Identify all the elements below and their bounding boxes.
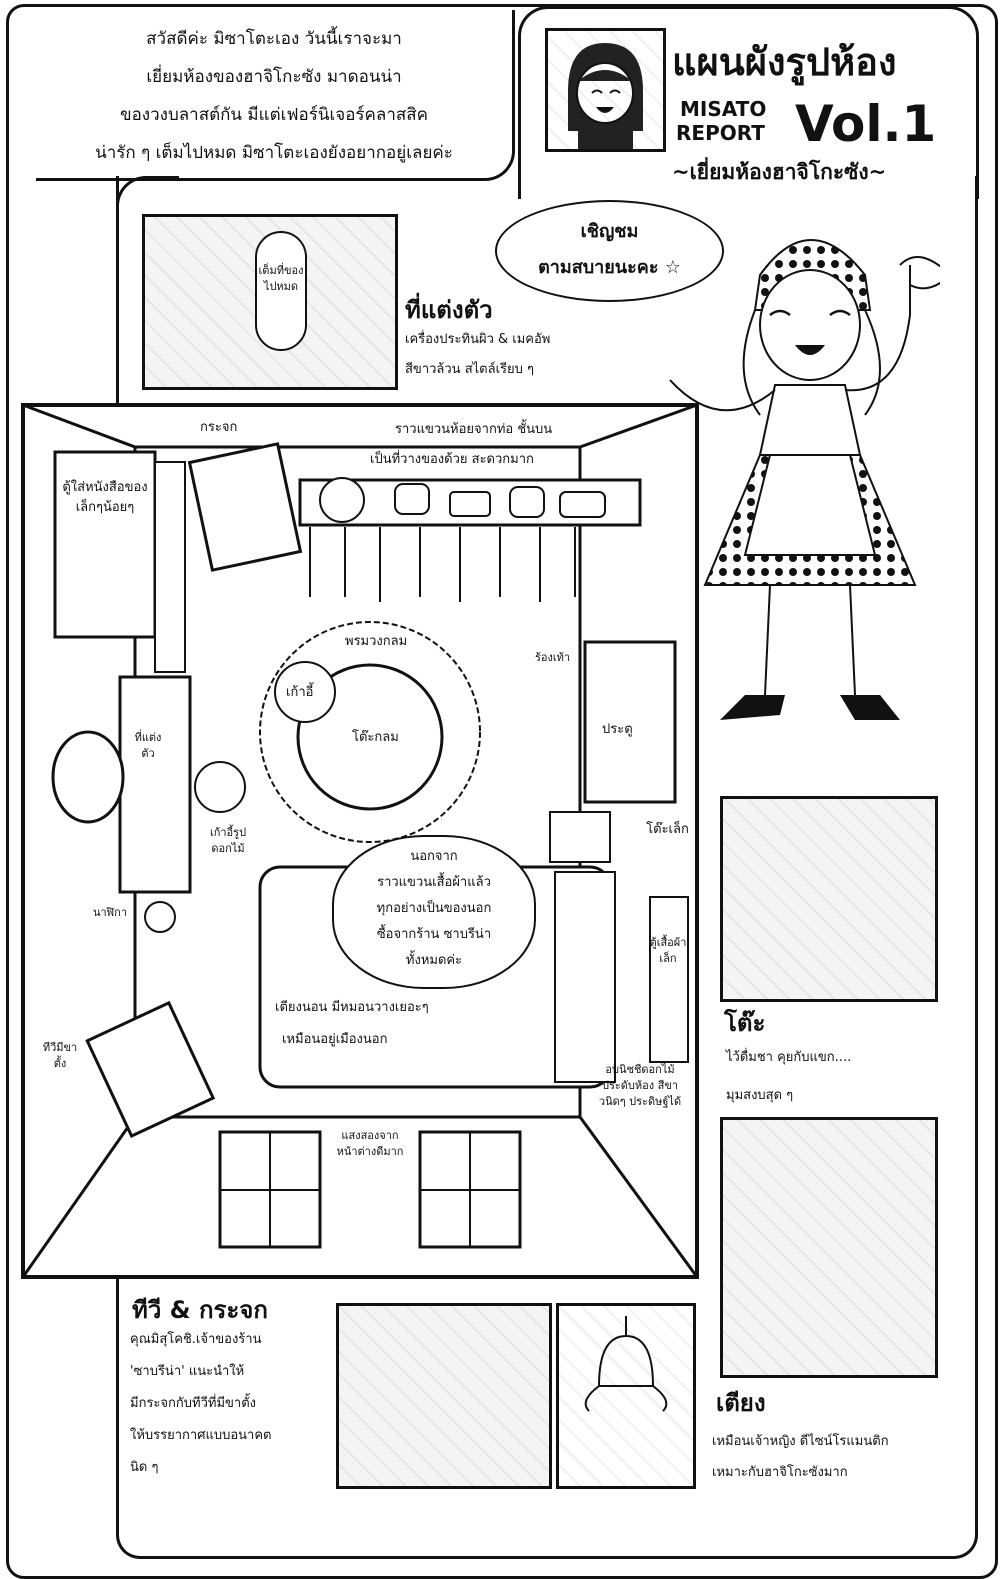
speech-line-2: ตามสบายนะคะ ☆: [538, 257, 681, 278]
tv-heading: ทีวี & กระจก: [132, 1296, 268, 1324]
bed-line-1: เหมือนเจ้าหญิง ดีไซน์โรแมนติก: [712, 1434, 889, 1449]
bubble-line-1: นอกจาก: [410, 849, 458, 864]
bubble-line-2: ราวแขวนเสื้อผ้าแล้ว: [377, 875, 491, 890]
window-note: แสงสองจากหน้าต่างดีมาก: [336, 1129, 404, 1158]
room-label-rack-1: ราวแขวนห้อยจากท่อ ชั้นบน: [395, 422, 553, 437]
page-subtitle: ~เยี่ยมห้องฮาจิโกะซัง~: [672, 160, 887, 184]
table-line-2: มุมสงบสุด ๆ: [726, 1088, 794, 1103]
misato-avatar: [545, 28, 666, 152]
room-label-bookcase: ตู้ใส่หนังสือของเล็กๆน้อยๆ: [62, 480, 148, 515]
speech-line-1: เชิญชม: [580, 221, 639, 242]
room-label-door: ประตู: [602, 722, 633, 737]
tv-line-5: นิด ๆ: [130, 1460, 159, 1475]
lamp-icon: [584, 1316, 668, 1412]
flower-note: อบนิชชีดอกไม้ประดับห้อง สีขาวนิดๆ ประดิษ…: [598, 1063, 682, 1108]
page-title: แผนผังรูปห้อง: [672, 40, 897, 84]
door-shape: [583, 640, 677, 804]
room-label-closet: ตู้เสื้อผ้าเล็ก: [649, 936, 687, 965]
bed-note-1: เตียงนอน มีหมอนวางเยอะๆ: [275, 1000, 429, 1015]
series-line-1: MISATO: [680, 97, 767, 121]
bubble-line-5: ทั้งหมดค่ะ: [405, 953, 463, 968]
room-label-tv: ทีวีมีขาตั้ง: [42, 1041, 78, 1070]
intro-line-2: เยี่ยมห้องของฮาจิโกะซัง มาดอนน่า: [146, 67, 402, 87]
bed-line-2: เหมาะกับฮาจิโกะซังมาก: [712, 1465, 848, 1480]
dressing-area-photo: เต็มที่ของไปหมด: [142, 214, 398, 390]
mirror-shape: [187, 442, 303, 572]
tv-line-4: ให้บรรยากาศแบบอนาคต: [130, 1428, 272, 1443]
room-label-round-table: โต๊ะกลม: [352, 730, 399, 745]
room-label-dressing-table: ที่แต่งตัว: [134, 731, 162, 760]
girl-face-icon: [568, 43, 643, 149]
room-label-stool: เก้าอี้: [286, 685, 314, 700]
dressing-photo-bubble: เต็มที่ของไปหมด: [255, 231, 307, 351]
bed-heading: เตียง: [716, 1389, 766, 1417]
room-label-shoes: ร้องเท้า: [535, 651, 571, 664]
tv-line-2: 'ซาบรีน่า' แนะนำให้: [130, 1364, 245, 1379]
content-frame-top: [116, 176, 179, 219]
tv-photo-1: [336, 1303, 552, 1489]
intro-box: สวัสดีค่ะ มิซาโตะเอง วันนี้เราจะมา เยี่ย…: [36, 10, 515, 181]
series-line-2: REPORT: [676, 121, 765, 145]
intro-line-4: น่ารัก ๆ เต็มไปหมด มิซาโตะเองยังอยากอยู่…: [95, 143, 453, 163]
tv-photo-2: [556, 1303, 696, 1489]
maid-girl-illustration: [669, 239, 940, 720]
room-label-rack-2: เป็นที่วางของด้วย สะดวกมาก: [370, 452, 534, 467]
room-label-mirror: กระจก: [200, 420, 238, 435]
table-photo: [720, 796, 938, 1002]
table-heading: โต๊ะ: [724, 1009, 766, 1037]
intro-line-3: ของวงบลาสต์กัน มีแต่เฟอร์นิเจอร์คลาสสิค: [119, 105, 429, 125]
room-label-small-table: โต๊ะเล็ก: [646, 822, 689, 837]
room-center-bubble: นอกจาก ราวแขวนเสื้อผ้าแล้ว ทุกอย่างเป็นข…: [332, 835, 536, 989]
bed-photo: [720, 1117, 938, 1378]
dressing-line-1: เครื่องประทินผิว & เมคอัพ: [405, 332, 551, 347]
bed-note-2: เหมือนอยู่เมืองนอก: [282, 1032, 388, 1047]
room-label-round-rug: พรมวงกลม: [345, 634, 408, 649]
header-frame: [518, 6, 979, 199]
page-frame: [6, 4, 998, 1579]
bubble-line-3: ทุกอย่างเป็นของนอก: [376, 901, 492, 916]
table-line-1: ไว้ดื่มชา คุยกับแขก....: [726, 1050, 852, 1065]
room-label-clock: นาฬิกา: [92, 906, 128, 919]
volume-label: Vol.1: [795, 95, 937, 153]
tv-shape: [85, 1000, 216, 1139]
dressing-heading: ที่แต่งตัว: [405, 296, 493, 324]
tv-line-3: มีกระจกกับทีวีที่มีขาตั้ง: [130, 1396, 257, 1411]
room-label-flower-chair: เก้าอี้รูปดอกไม้: [209, 826, 247, 855]
dressing-line-2: สีขาวล้วน สไตล์เรียบ ๆ: [405, 362, 534, 377]
bubble-line-4: ซื้อจากร้าน ซาบรีน่า: [376, 927, 492, 942]
speech-bubble: เชิญชม ตามสบายนะคะ ☆: [495, 200, 724, 302]
intro-line-1: สวัสดีค่ะ มิซาโตะเอง วันนี้เราจะมา: [146, 29, 402, 49]
tv-line-1: คุณมิสุโคชิ.เจ้าของร้าน: [130, 1332, 262, 1347]
